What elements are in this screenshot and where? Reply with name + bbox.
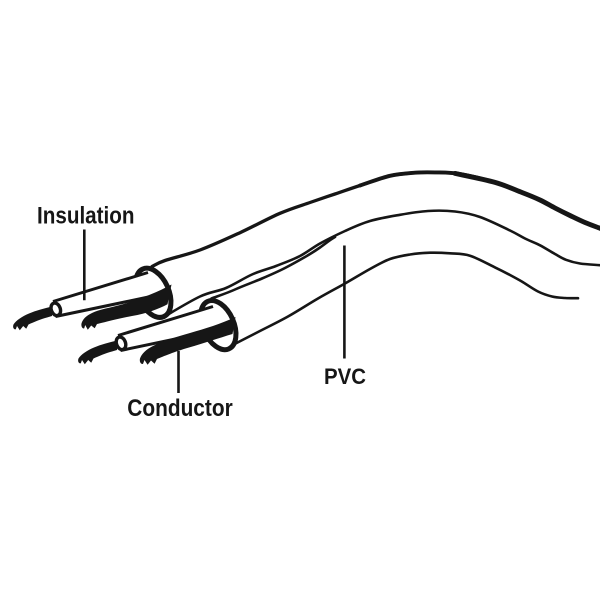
svg-text:Conductor: Conductor [127,395,232,422]
svg-text:Insulation: Insulation [37,202,135,229]
svg-text:PVC: PVC [324,364,366,389]
